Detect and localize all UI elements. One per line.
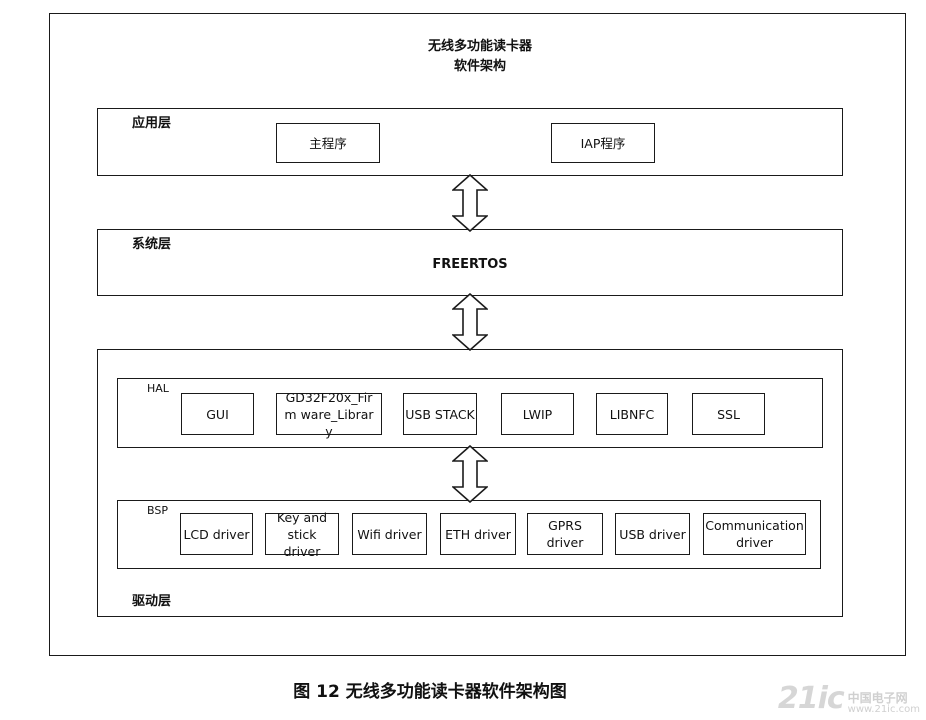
hal-label: HAL — [147, 382, 169, 395]
diagram-title-line1: 无线多功能读卡器 — [427, 39, 532, 54]
bsp-module-gprs-driver: GPRS driver — [527, 513, 603, 555]
iap-program-module: IAP程序 — [551, 123, 655, 163]
application-layer-label: 应用层 — [132, 116, 172, 131]
driver-layer-label: 驱动层 — [132, 594, 172, 609]
watermark-logo: 21ic — [777, 681, 845, 716]
bsp-module-key-stick-driver: Key and stick driver — [265, 510, 339, 559]
arrow-system-driver — [452, 293, 488, 351]
application-layer: 应用层 主程序 IAP程序 — [97, 108, 843, 176]
hal-module-libnfc: LIBNFC — [596, 393, 668, 435]
bsp-module-eth-driver: ETH driver — [440, 513, 516, 555]
site-watermark: 21ic 中国电子网 www.21ic.com — [778, 681, 920, 716]
diagram-title-line2: 软件架构 — [453, 59, 506, 74]
system-layer: 系统层 FREERTOS — [97, 229, 843, 296]
diagram-title: 无线多功能读卡器 软件架构 — [330, 37, 630, 77]
hal-module-gd32-firmware-library: GD32F20x_Firm ware_Library — [276, 390, 382, 439]
watermark-line1: 中国电子网 — [847, 691, 908, 705]
watermark-text: 中国电子网 www.21ic.com — [848, 692, 920, 716]
hal-module-lwip: LWIP — [501, 393, 574, 435]
bsp-module-communication-driver: Communication driver — [703, 513, 806, 555]
bsp-label: BSP — [147, 504, 168, 517]
freertos-label: FREERTOS — [432, 256, 508, 272]
system-layer-label: 系统层 — [132, 237, 172, 252]
bsp-module-lcd-driver: LCD driver — [180, 513, 253, 555]
main-program-module: 主程序 — [276, 123, 380, 163]
hal-module-ssl: SSL — [692, 393, 765, 435]
bsp-module-usb-driver: USB driver — [615, 513, 690, 555]
bsp-module-wifi-driver: Wifi driver — [352, 513, 427, 555]
arrow-app-system — [452, 174, 488, 232]
arrow-hal-bsp — [452, 445, 488, 503]
hal-module-gui: GUI — [181, 393, 254, 435]
figure-caption: 图 12 无线多功能读卡器软件架构图 — [293, 681, 567, 702]
watermark-line2: www.21ic.com — [847, 704, 920, 715]
hal-module-usb-stack: USB STACK — [403, 393, 477, 435]
